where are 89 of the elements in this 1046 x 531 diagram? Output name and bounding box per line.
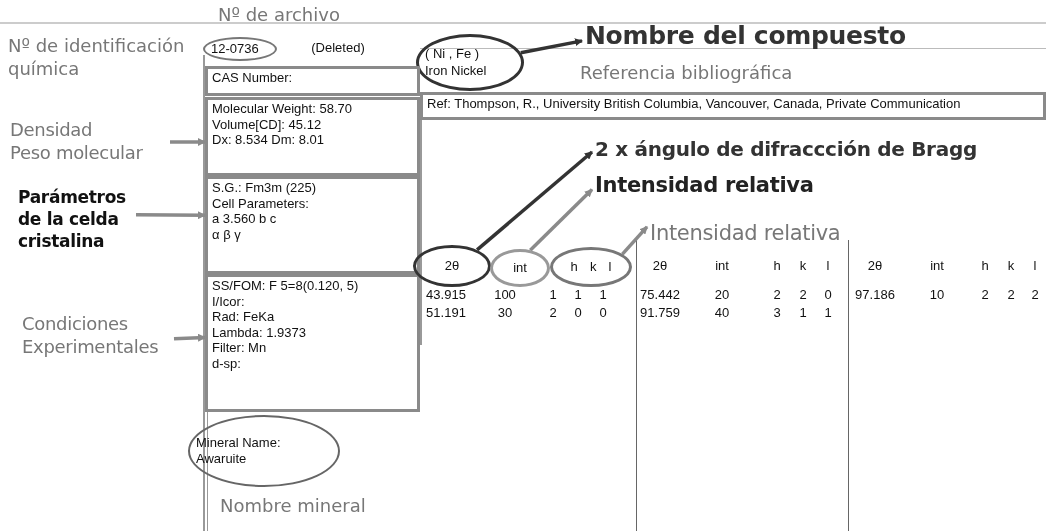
- data-field-box: [205, 176, 420, 274]
- column-header: l: [826, 258, 830, 273]
- arrow: [136, 211, 206, 220]
- data-field-box: [420, 92, 1046, 120]
- field-text: CAS Number:: [212, 70, 294, 86]
- table-value: 40: [714, 305, 730, 320]
- arrow: [520, 38, 583, 55]
- field-text: I/Icor:: [212, 293, 246, 310]
- field-text: Awaruite: [196, 451, 247, 468]
- arrow: [475, 150, 594, 252]
- data-field-box: [205, 274, 420, 412]
- column-header: int: [715, 258, 729, 273]
- annotation-text: Nº de identificación química: [8, 34, 186, 81]
- highlight-ellipse: [203, 37, 277, 61]
- table-value: 2: [981, 287, 989, 302]
- table-value: 75.442: [640, 287, 680, 302]
- annotation-text: Nombre mineral: [220, 494, 367, 518]
- table-value: 2: [773, 287, 781, 302]
- table-value: 10: [929, 287, 945, 302]
- annotation-text: 2 x ángulo de difraccción de Bragg: [595, 136, 1045, 168]
- column-header: k: [799, 258, 807, 273]
- annotation-text: Nombre del compuesto: [585, 20, 935, 58]
- field-text: Cell Parameters:: [212, 195, 310, 212]
- arrow: [170, 138, 206, 146]
- annotation-text: Referencia bibliográfica: [580, 61, 794, 85]
- annotation-text: Intensidad relativa: [595, 172, 895, 204]
- table-value: 1: [574, 287, 582, 302]
- column-header: 2θ: [867, 258, 883, 273]
- annotation-text: Intensidad relativa: [650, 220, 920, 254]
- annotation-text: Parámetros de la celda cristalina: [18, 186, 136, 258]
- column-header: int: [930, 258, 944, 273]
- field-text: Dx: 8.534 Dm: 8.01: [212, 132, 325, 148]
- field-text: Iron Nickel: [425, 62, 487, 79]
- annotation-text: Nº de archivo: [218, 3, 341, 27]
- table-value: 2: [549, 305, 557, 320]
- column-header: h: [981, 258, 989, 273]
- column-header: k: [1007, 258, 1015, 273]
- table-value: 1: [799, 305, 807, 320]
- column-header: l: [1033, 258, 1037, 273]
- column-header: 2θ: [444, 257, 460, 275]
- table-value: 2: [1031, 287, 1039, 302]
- status-text: (Deleted): [311, 40, 365, 55]
- field-text: d-sp:: [212, 355, 242, 372]
- table-value: 0: [574, 305, 582, 320]
- annotation-text: Condiciones Experimentales: [22, 312, 174, 370]
- table-value: 2: [1007, 287, 1015, 302]
- highlight-ellipse: [490, 249, 550, 287]
- table-value: 1: [824, 305, 832, 320]
- arrow: [173, 333, 206, 342]
- field-text: ( Ni , Fe ): [425, 46, 480, 63]
- table-value: 100: [494, 287, 516, 302]
- field-text: Molecular Weight: 58.70: [212, 101, 353, 117]
- highlight-ellipse: [550, 247, 632, 287]
- table-value: 3: [773, 305, 781, 320]
- table-value: 20: [714, 287, 730, 302]
- table-value: 30: [497, 305, 513, 320]
- table-value: 1: [599, 287, 607, 302]
- table-value: 0: [824, 287, 832, 302]
- field-text: Lambda: 1.9373: [212, 324, 307, 341]
- data-field-box: [205, 66, 420, 96]
- table-value: 2: [799, 287, 807, 302]
- field-text: Filter: Mn: [212, 340, 268, 356]
- annotation-text: Densidad Peso molecular: [10, 118, 170, 170]
- table-value: 1: [549, 287, 557, 302]
- field-text: S.G.: Fm3m (225): [212, 180, 318, 196]
- column-header: h: [570, 258, 578, 276]
- field-text: a 3.560 b c: [212, 211, 278, 227]
- field-text: Ref: Thompson, R., University British Columbia, Vancouver, Canada, Private Communication: [427, 96, 962, 112]
- field-text: 12-0736: [211, 40, 259, 58]
- column-header: k: [589, 258, 597, 276]
- column-header: 2θ: [652, 258, 668, 273]
- table-value: 51.191: [426, 305, 466, 320]
- data-field-box: [205, 97, 420, 176]
- table-value: 43.915: [426, 287, 466, 302]
- column-header: int: [513, 259, 527, 277]
- arrow: [621, 225, 649, 256]
- highlight-ellipse: [413, 245, 491, 287]
- field-text: Rad: FeKa: [212, 309, 276, 325]
- arrow: [529, 188, 594, 252]
- field-text: SS/FOM: F 5=8(0.120, 5): [212, 278, 360, 294]
- highlight-ellipse: [188, 415, 340, 487]
- field-text: Mineral Name:: [196, 434, 281, 451]
- table-value: 91.759: [640, 305, 680, 320]
- column-header: h: [773, 258, 781, 273]
- table-value: 0: [599, 305, 607, 320]
- table-value: 97.186: [855, 287, 895, 302]
- field-text: α β γ: [212, 226, 242, 243]
- column-header: l: [608, 258, 612, 276]
- field-text: Volume[CD]: 45.12: [212, 116, 323, 133]
